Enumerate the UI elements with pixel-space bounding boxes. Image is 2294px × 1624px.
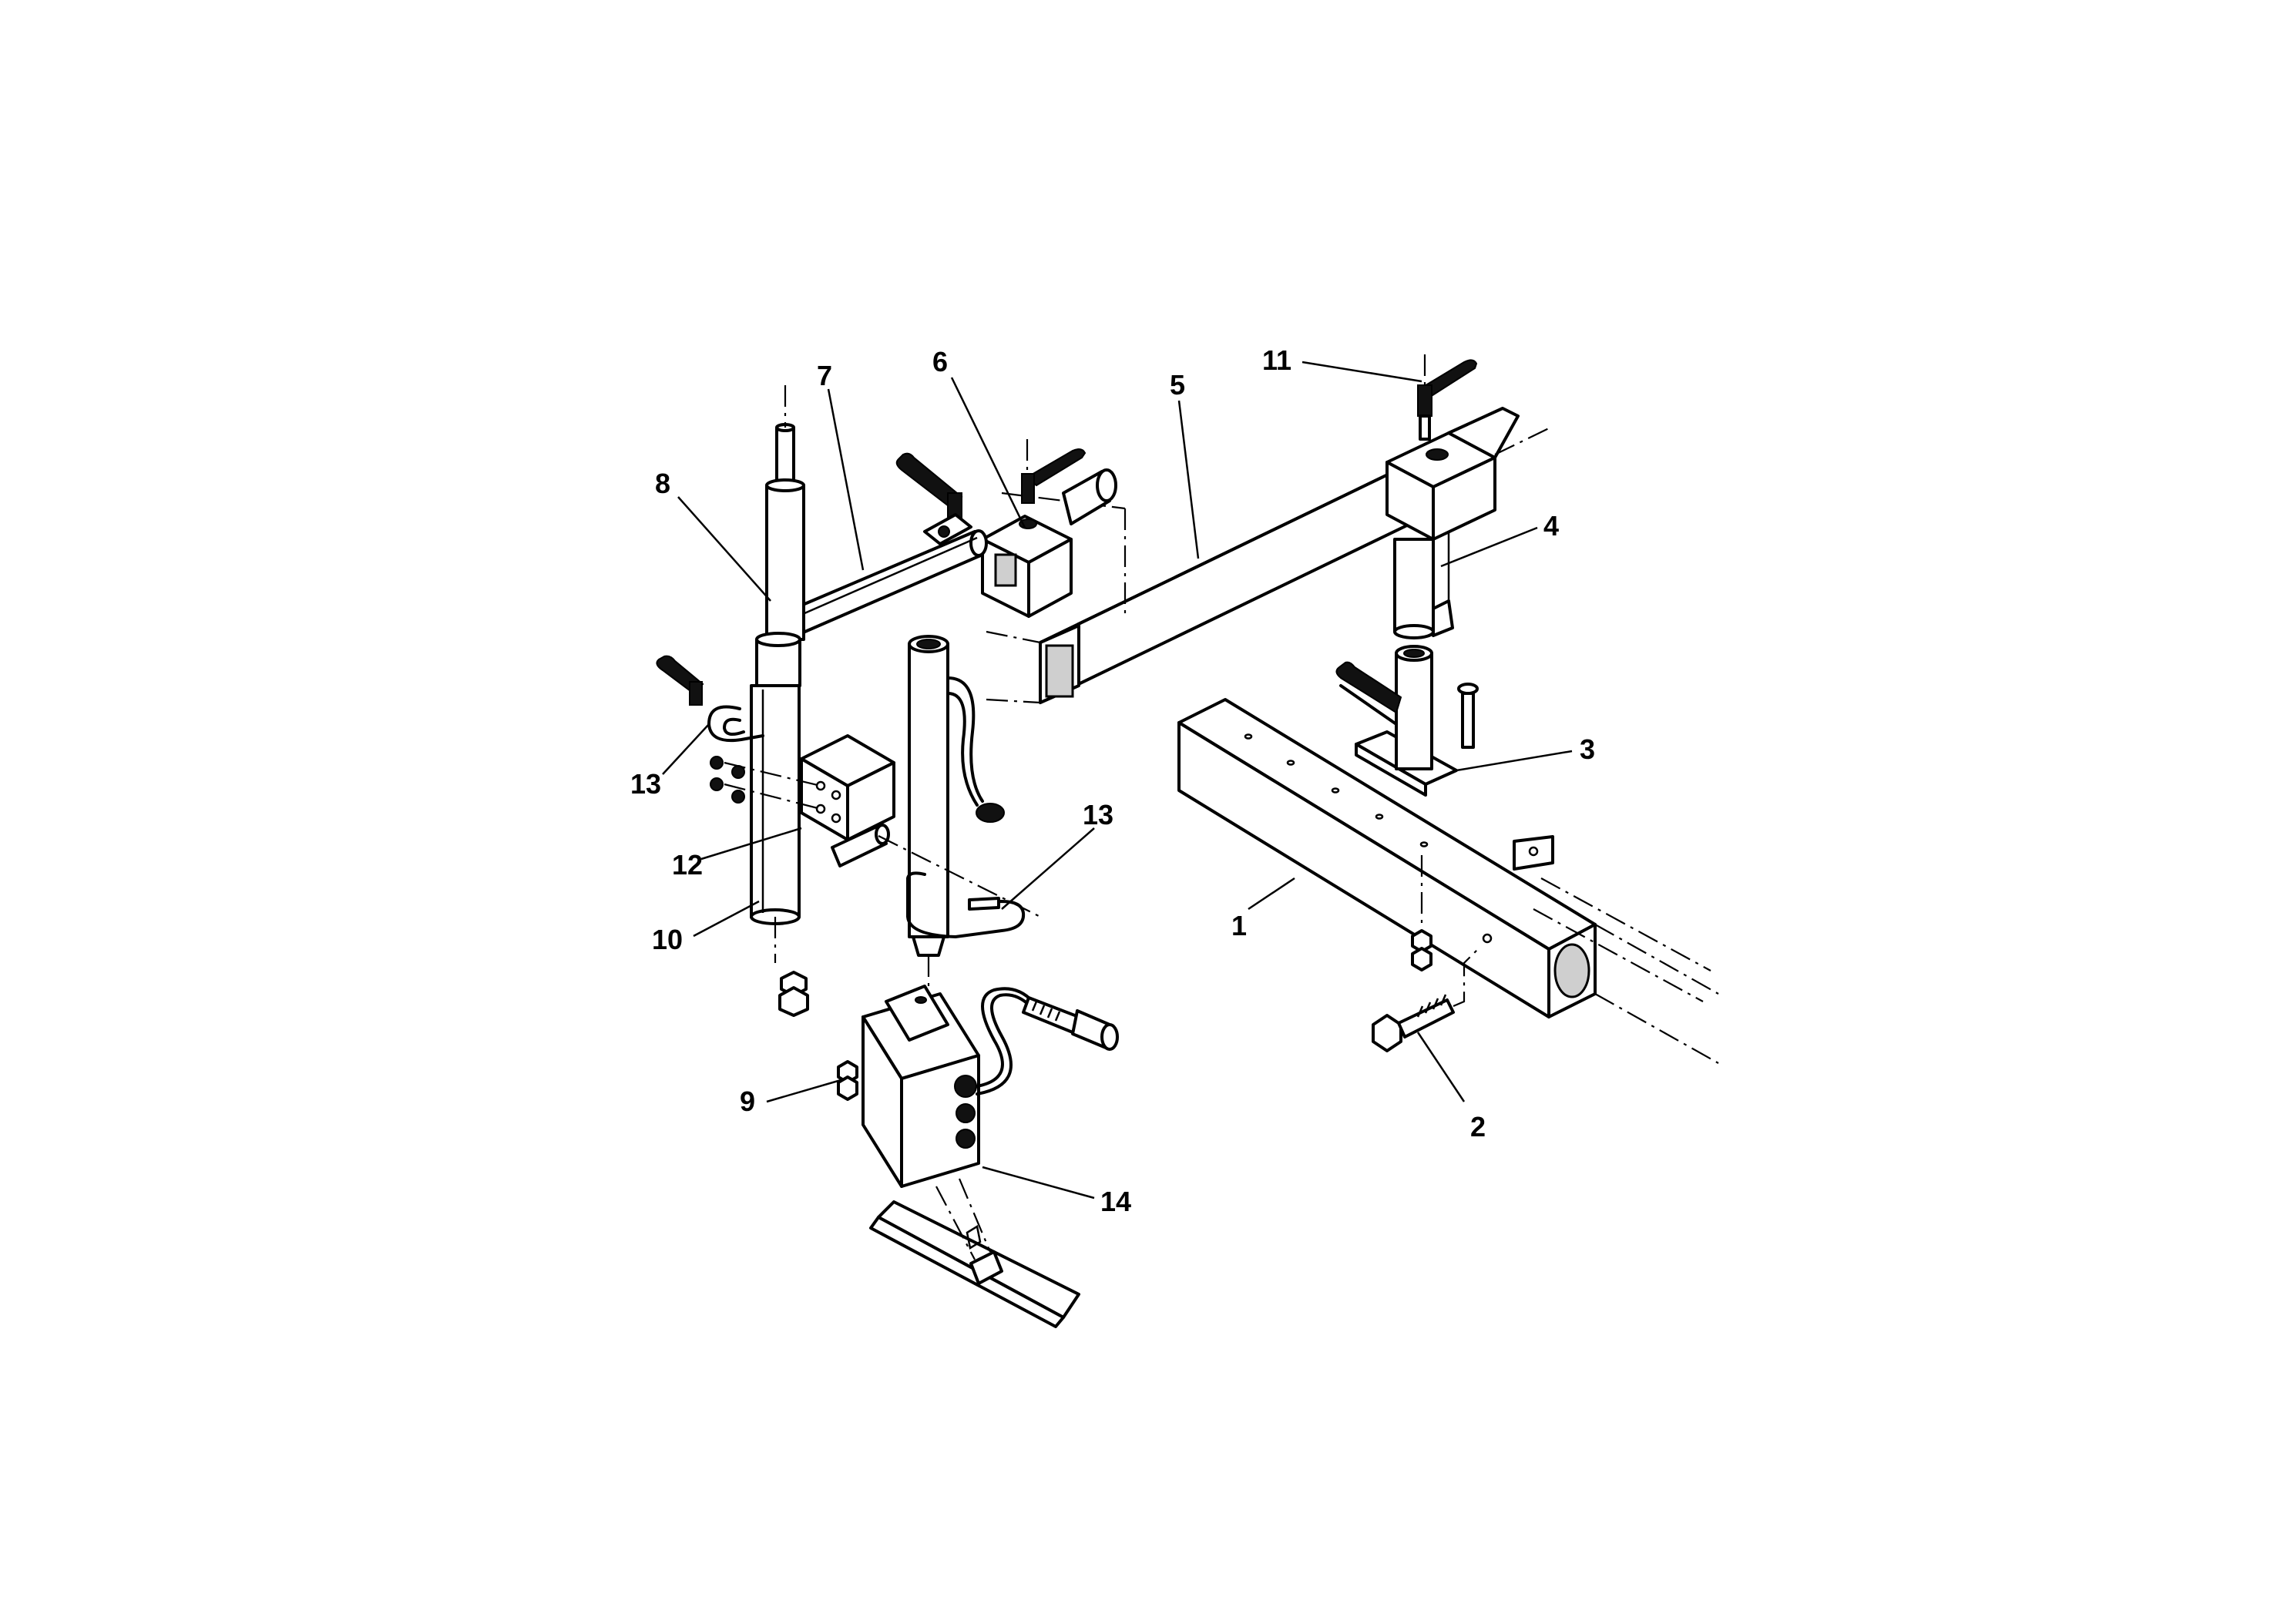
callout-4: 4 (1543, 510, 1559, 542)
part-3-upright-base (1335, 645, 1479, 797)
leader-lines (662, 361, 1573, 1200)
callout-14: 14 (1100, 1186, 1131, 1217)
callout-12: 12 (672, 849, 703, 881)
part-12-bracket (656, 655, 895, 841)
part-14-control-box (837, 985, 1119, 1188)
callout-6: 6 (932, 346, 948, 377)
part-10-lower-post (750, 684, 809, 1017)
part-4-upright-post (1393, 529, 1454, 639)
part-6-clamp-block (895, 439, 1117, 618)
part-8-vertical-post (755, 385, 805, 687)
callout-3: 3 (1580, 733, 1595, 765)
part-5-arm (986, 407, 1550, 704)
callout-7: 7 (817, 360, 832, 391)
part-7-round-bar (792, 513, 988, 635)
part-11-clamp-lever (1417, 354, 1478, 441)
callout-11: 11 (1262, 344, 1291, 376)
part-1-square-tube (1177, 698, 1719, 1064)
part-2-bolt (1372, 947, 1480, 1052)
callout-1: 1 (1231, 910, 1247, 941)
callout-2: 2 (1470, 1111, 1486, 1143)
tool-housing (831, 635, 1041, 994)
callout-13-left: 13 (630, 768, 661, 800)
callout-13-right: 13 (1083, 799, 1113, 830)
callout-8: 8 (655, 468, 670, 499)
foot-plate (869, 1178, 1080, 1328)
callout-labels: 1 2 3 4 5 6 7 8 9 10 11 12 13 13 14 (630, 344, 1595, 1217)
callout-5: 5 (1170, 369, 1185, 401)
callout-9: 9 (740, 1085, 755, 1117)
tube-nuts (1411, 855, 1432, 971)
callout-10: 10 (652, 924, 683, 955)
